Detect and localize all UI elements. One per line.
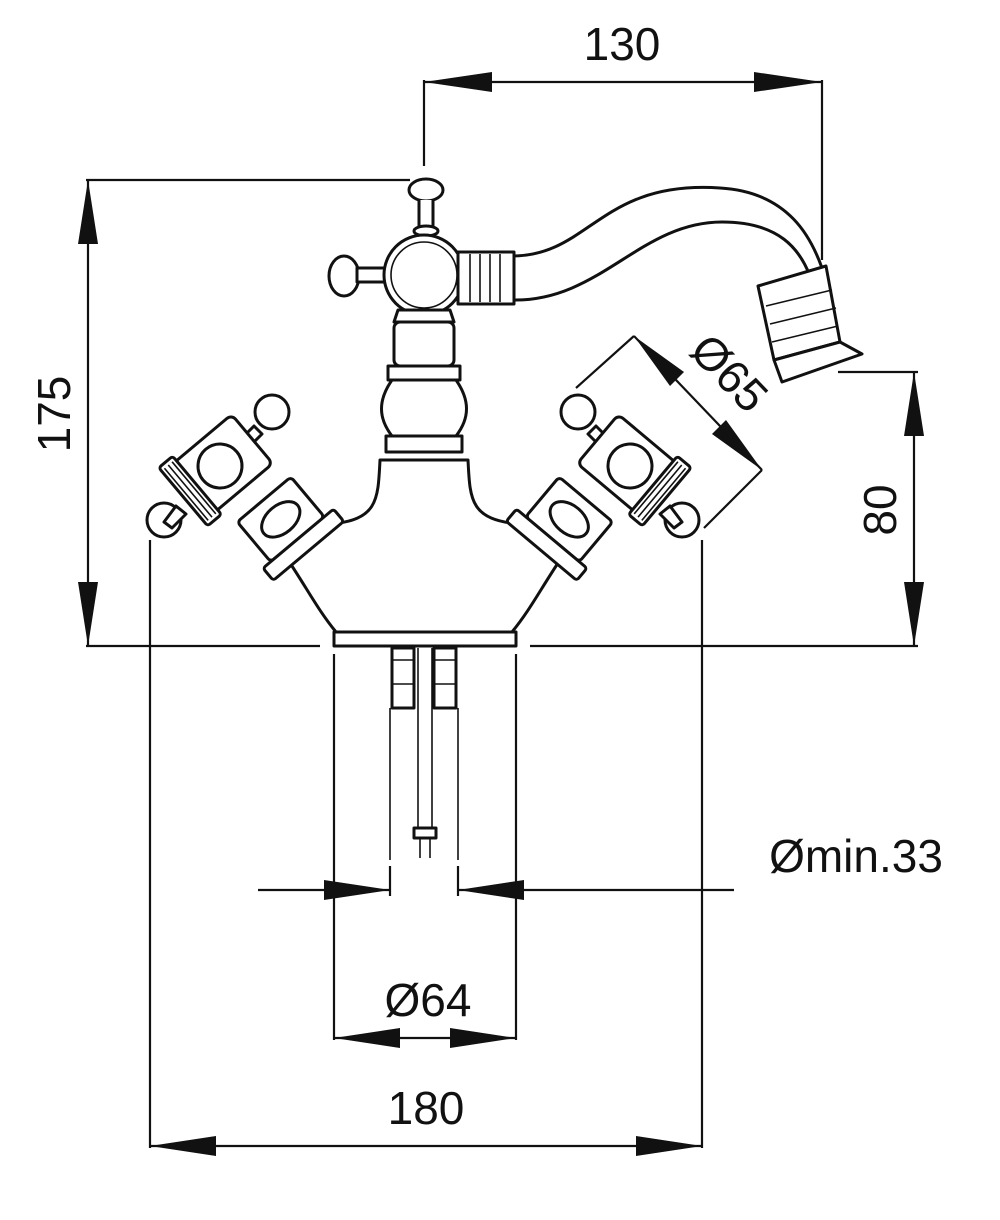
faucet-outline <box>145 177 864 860</box>
top-ball-joint <box>382 233 466 324</box>
dimension-80 <box>530 370 924 648</box>
spout <box>456 185 864 384</box>
dimension-d65 <box>575 335 763 529</box>
dimension-d64 <box>332 654 518 1048</box>
dimension-lines <box>78 72 924 1156</box>
label-80: 80 <box>854 484 906 535</box>
label-d65: Ø65 <box>681 324 779 423</box>
label-d64: Ø64 <box>385 974 472 1026</box>
label-180: 180 <box>388 1082 465 1134</box>
supply-pipes <box>389 646 459 860</box>
side-lever-handle <box>327 254 387 298</box>
base-plate <box>332 630 518 648</box>
neck-column <box>380 320 468 454</box>
label-dmin33: Ømin.33 <box>769 830 943 882</box>
right-cross-handle <box>505 393 701 581</box>
dimension-130 <box>422 72 824 260</box>
dimension-175 <box>78 178 410 648</box>
left-cross-handle <box>145 393 345 581</box>
dimension-dmin33 <box>258 866 734 900</box>
top-lever-handle <box>407 177 445 238</box>
label-130: 130 <box>584 18 661 70</box>
dimension-180 <box>148 540 704 1156</box>
label-175: 175 <box>28 376 80 453</box>
main-body <box>286 458 562 634</box>
